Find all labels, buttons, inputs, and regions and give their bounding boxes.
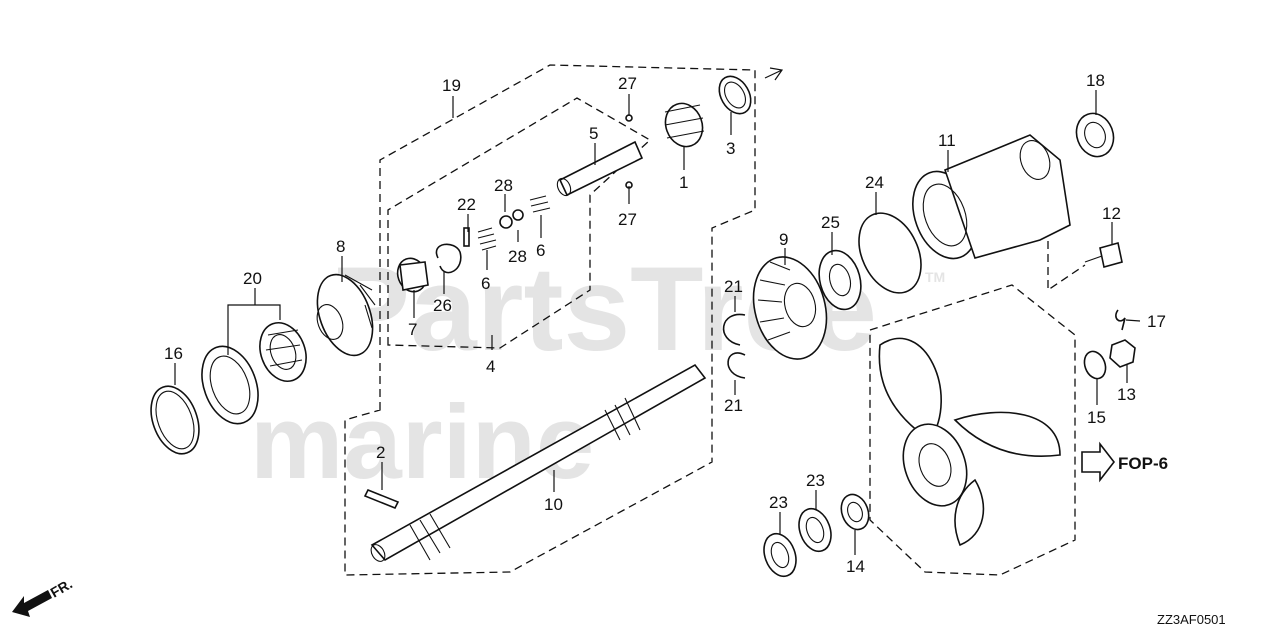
callout-7: 7 [408,320,417,339]
callout-12: 11 [938,131,956,150]
callout-13: 12 [1102,204,1121,223]
part-21-circlip-a [722,313,746,346]
direction-label: FR. [48,575,76,600]
leader-lines [174,67,1141,555]
callout-2: 2 [376,443,385,462]
callout-23-right: 23 [806,471,825,490]
part-1-clutch [664,102,705,148]
callout-18: 17 [1147,312,1166,331]
front-direction-indicator: FR. [12,575,75,617]
callout-11: 10 [544,495,563,514]
part-12-bearing-holder [912,134,1071,260]
part-17-oring [150,385,200,455]
outer-assembly-boundary [344,64,756,576]
callout-25: 26 [433,296,452,315]
watermark-line2: marine [250,384,594,501]
part-14-nut [1109,339,1136,368]
part-8-pinion-gear [316,273,376,357]
callout-21-bottom: 21 [724,396,743,415]
callout-6-a: 6 [481,274,490,293]
part-15-spacer [840,493,870,531]
callout-10: 19 [442,76,461,95]
part-25-circlip [435,243,462,274]
part-3-ring [718,75,752,115]
callout-16: 15 [1087,408,1106,427]
callout-22: 22 [457,195,476,214]
part-9-bevel-gear [752,256,828,360]
callout-26: 25 [821,213,840,232]
callout-27-top: 27 [618,74,637,93]
watermark-tm: TM [925,269,945,285]
reference-label[interactable]: FOP-6 [1118,454,1168,473]
diagram-code: ZZ3AF0501 [1157,612,1226,627]
reference-arrow[interactable]: FOP-6 [1081,441,1168,483]
part-20-roller-bearing [259,322,307,382]
part-23-seal-a [763,532,797,578]
part-race [201,345,259,425]
part-11-propeller-shaft [370,363,707,562]
callout-28-bottom: 28 [508,247,527,266]
part-16-washer [1083,350,1107,380]
leader-13-dashed [1047,215,1086,292]
callout-1: 1 [679,173,688,192]
callout-27-bottom: 27 [618,210,637,229]
callout-28-top: 28 [494,176,513,195]
callout-21-top: 21 [724,277,743,296]
callout-24: 24 [865,173,884,192]
callout-23-left: 23 [769,493,788,512]
part-2-pin [363,488,400,510]
part-5-shift-rod [556,140,644,197]
callout-14: 13 [1117,385,1136,404]
part-22-pin [463,227,470,247]
part-13-bolt [1084,242,1123,268]
callout-3: 3 [726,139,735,158]
propeller-boundary [869,284,1076,576]
callout-4: 4 [486,357,495,376]
callout-20: 20 [243,269,262,288]
part-23-seal-b [798,507,832,553]
part-28-ball-a [499,215,513,229]
callout-8: 8 [336,237,345,256]
part-24-oring [858,212,922,294]
part-19-needle-bearing [1075,112,1115,158]
propeller [878,337,1061,547]
callout-17: 16 [164,344,183,363]
callout-19: 18 [1086,71,1105,90]
part-6-spring-b [529,195,551,213]
callout-6-b: 6 [536,241,545,260]
callout-15: 14 [846,557,865,576]
part-6-spring-a [477,227,497,251]
callout-5: 5 [589,124,598,143]
part-18-cotter-pin [1115,309,1126,331]
inner-assembly-boundary [387,97,652,349]
part-21-circlip-b [727,352,746,379]
callout-9: 9 [779,230,788,249]
part-28-ball-b [512,209,524,221]
part-7-cap [396,257,429,293]
